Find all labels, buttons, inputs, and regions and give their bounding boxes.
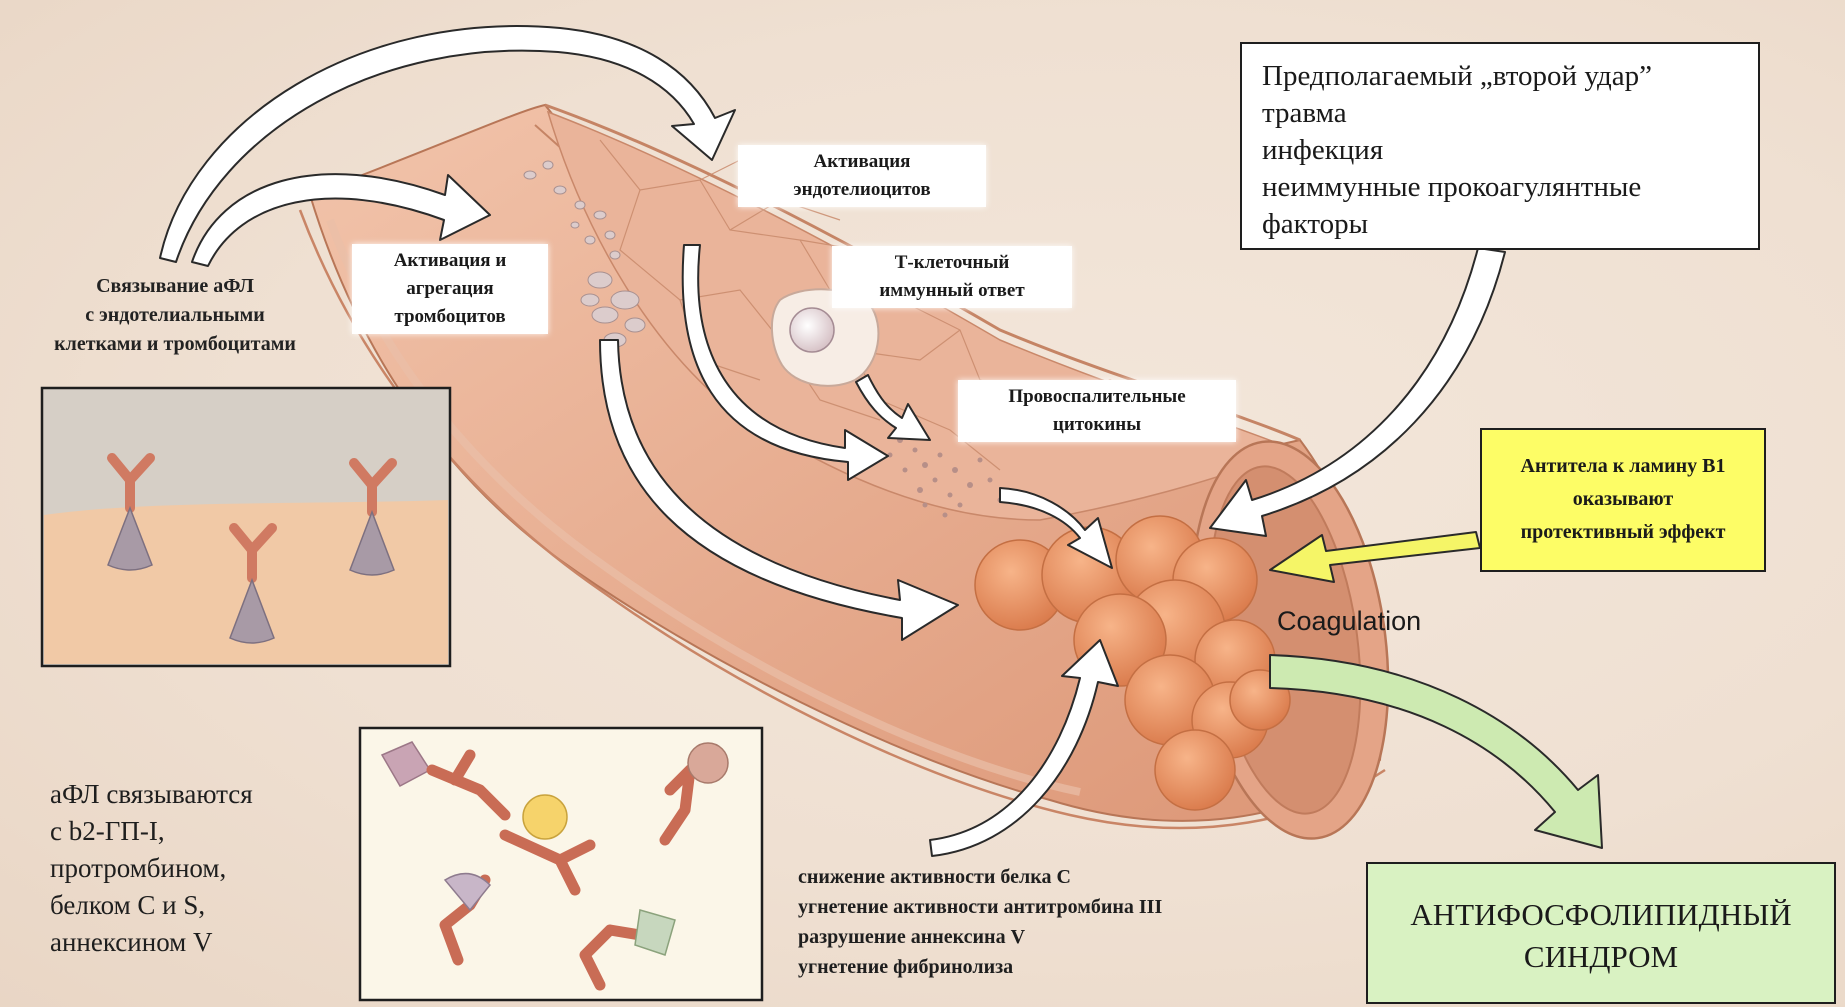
label-cytokines: Провоспалительные цитокины [958,380,1236,442]
label-endothelial-activation: Активация эндотелиоцитов [738,145,986,207]
lamin-box: Антитела к ламину В1 оказывают протектив… [1480,428,1766,572]
label-platelet-activation: Активация и агрегация тромбоцитов [352,244,548,334]
second-hit-box: Предполагаемый „второй удар” травма инфе… [1240,42,1760,250]
label-coagulation: Coagulation [1277,606,1421,637]
label-t-cell: Т-клеточный иммунный ответ [832,246,1072,308]
syndrome-box: АНТИФОСФОЛИПИДНЫЙ СИНДРОМ [1366,862,1836,1004]
label-binding: Связывание аФЛ с эндотелиальными клеткам… [0,272,350,359]
inset-protein-binding [360,728,762,1000]
label-afl-binding: аФЛ связываются с b2-ГП-I, протромбином,… [50,776,253,961]
label-effects: снижение активности белка С угнетение ак… [798,862,1162,982]
inset-cell-surface [42,388,450,666]
